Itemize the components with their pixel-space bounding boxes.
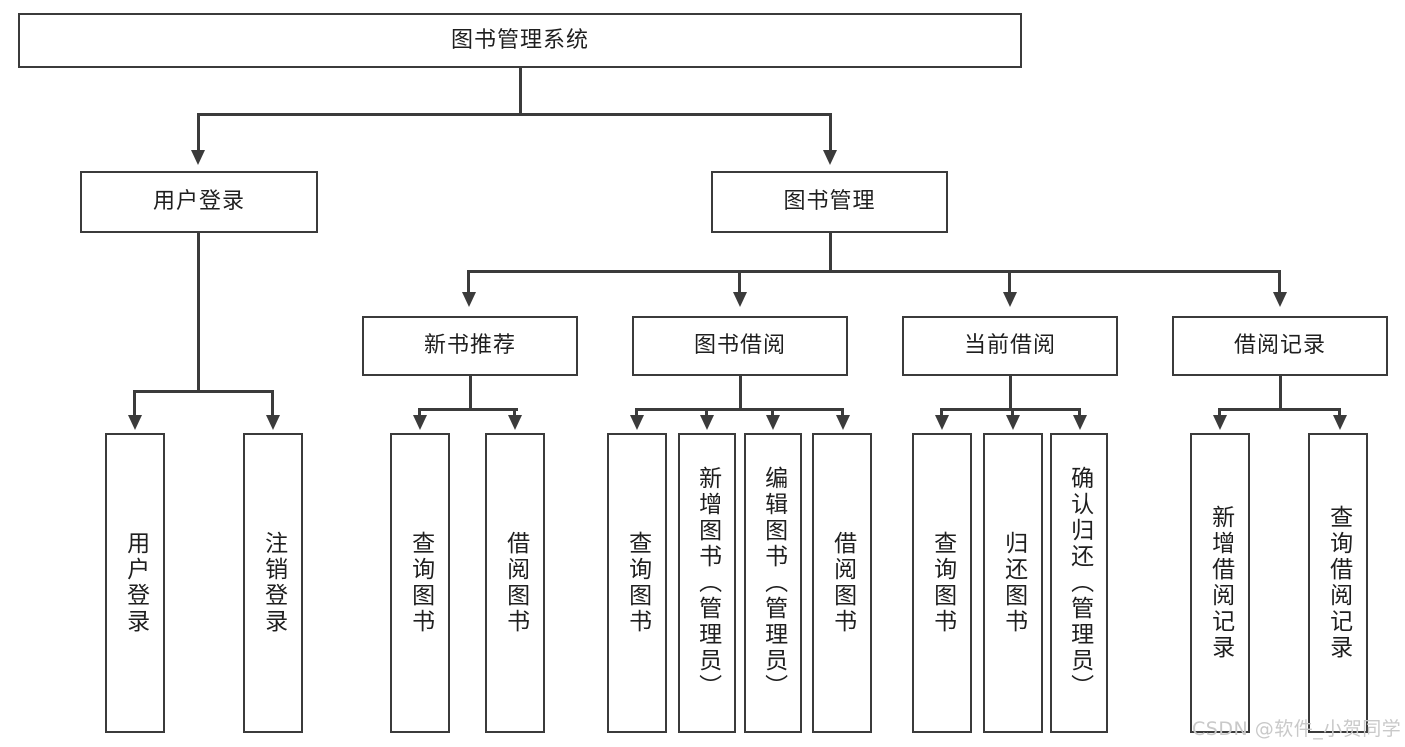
edge-new-book-to-leaf-1: [418, 408, 421, 418]
node-book-management-system[interactable]: 图书管理系统: [18, 13, 1022, 68]
edge-current-borrow-stem: [1009, 376, 1012, 408]
edge-new-book-bus: [418, 408, 518, 411]
leaf-label: 查询借阅记录: [1325, 505, 1352, 661]
leaf-borrow-book-2[interactable]: 借阅图书: [812, 433, 872, 733]
edge-book-borrow-to-leaf-4: [841, 408, 844, 418]
arrow-current-borrow-to-leaf-3: [1073, 415, 1087, 430]
edge-book-manage-stem: [829, 233, 832, 270]
edge-current-borrow-to-leaf-2: [1011, 408, 1014, 418]
leaf-label: 归还图书: [1000, 531, 1027, 635]
node-book-borrowing[interactable]: 图书借阅: [632, 316, 848, 376]
leaf-borrow-book-1[interactable]: 借阅图书: [485, 433, 545, 733]
edge-to-current-borrow: [1008, 270, 1011, 295]
edge-current-borrow-to-leaf-3: [1078, 408, 1081, 418]
leaf-label: 查询图书: [407, 531, 434, 635]
arrow-book-borrow-to-leaf-3: [766, 415, 780, 430]
edge-to-borrow-record: [1278, 270, 1281, 295]
arrow-to-current-borrow: [1003, 292, 1017, 307]
leaf-label: 编辑图书（管理员）: [760, 466, 787, 700]
edge-new-book-to-leaf-2: [513, 408, 516, 418]
edge-user-login-stem: [197, 233, 200, 390]
leaf-label: 借阅图书: [829, 531, 856, 635]
arrow-book-borrow-to-leaf-2: [700, 415, 714, 430]
edge-user-login-to-leaf-2: [271, 390, 274, 418]
leaf-label: 确认归还（管理员）: [1066, 466, 1093, 700]
leaf-return-book[interactable]: 归还图书: [983, 433, 1043, 733]
edge-borrow-record-to-leaf-1: [1218, 408, 1221, 418]
leaf-label: 查询图书: [624, 531, 651, 635]
arrow-new-book-to-leaf-2: [508, 415, 522, 430]
leaf-confirm-return[interactable]: 确认归还（管理员）: [1050, 433, 1108, 733]
edge-root-stem: [519, 68, 522, 113]
edge-book-borrow-stem: [739, 376, 742, 408]
edge-root-to-book-manage: [829, 113, 832, 153]
csdn-watermark: CSDN @软件_小贺同学: [1192, 718, 1402, 740]
leaf-logout-login[interactable]: 注销登录: [243, 433, 303, 733]
arrow-book-borrow-to-leaf-4: [836, 415, 850, 430]
edge-borrow-record-stem: [1279, 376, 1282, 408]
edge-user-login-bus: [133, 390, 273, 393]
arrow-book-borrow-to-leaf-1: [630, 415, 644, 430]
arrow-borrow-record-to-leaf-1: [1213, 415, 1227, 430]
leaf-query-book-1[interactable]: 查询图书: [390, 433, 450, 733]
node-new-book-recommendation[interactable]: 新书推荐: [362, 316, 578, 376]
arrow-user-login-to-leaf-1: [128, 415, 142, 430]
leaf-add-record[interactable]: 新增借阅记录: [1190, 433, 1250, 733]
leaf-label: 新增借阅记录: [1207, 505, 1234, 661]
leaf-edit-book[interactable]: 编辑图书（管理员）: [744, 433, 802, 733]
leaf-user-login[interactable]: 用户登录: [105, 433, 165, 733]
arrow-borrow-record-to-leaf-2: [1333, 415, 1347, 430]
arrow-root-to-book-manage: [823, 150, 837, 165]
edge-root-bus: [197, 113, 831, 116]
node-borrowing-record[interactable]: 借阅记录: [1172, 316, 1388, 376]
edge-root-to-user-login: [197, 113, 200, 153]
node-book-management[interactable]: 图书管理: [711, 171, 948, 233]
arrow-new-book-to-leaf-1: [413, 415, 427, 430]
edge-book-borrow-to-leaf-3: [771, 408, 774, 418]
arrow-current-borrow-to-leaf-1: [935, 415, 949, 430]
leaf-add-book[interactable]: 新增图书（管理员）: [678, 433, 736, 733]
edge-book-manage-bus: [467, 270, 1279, 273]
arrow-to-book-borrow: [733, 292, 747, 307]
arrow-current-borrow-to-leaf-2: [1006, 415, 1020, 430]
leaf-query-book-2[interactable]: 查询图书: [607, 433, 667, 733]
edge-new-book-stem: [469, 376, 472, 408]
edge-borrow-record-to-leaf-2: [1338, 408, 1341, 418]
leaf-label: 注销登录: [260, 531, 287, 635]
edge-book-borrow-to-leaf-1: [635, 408, 638, 418]
edge-to-book-borrow: [738, 270, 741, 295]
leaf-label: 新增图书（管理员）: [694, 466, 721, 700]
leaf-label: 借阅图书: [502, 531, 529, 635]
edge-book-borrow-to-leaf-2: [705, 408, 708, 418]
arrow-root-to-user-login: [191, 150, 205, 165]
edge-current-borrow-bus: [940, 408, 1080, 411]
node-current-borrowing[interactable]: 当前借阅: [902, 316, 1118, 376]
arrow-to-borrow-record: [1273, 292, 1287, 307]
leaf-query-record[interactable]: 查询借阅记录: [1308, 433, 1368, 733]
leaf-label: 查询图书: [929, 531, 956, 635]
arrow-user-login-to-leaf-2: [266, 415, 280, 430]
leaf-query-book-3[interactable]: 查询图书: [912, 433, 972, 733]
edge-user-login-to-leaf-1: [133, 390, 136, 418]
edge-to-new-book-recommend: [467, 270, 470, 295]
edge-book-borrow-bus: [635, 408, 843, 411]
node-user-login[interactable]: 用户登录: [80, 171, 318, 233]
arrow-to-new-book-recommend: [462, 292, 476, 307]
edge-current-borrow-to-leaf-1: [940, 408, 943, 418]
edge-borrow-record-bus: [1218, 408, 1340, 411]
leaf-label: 用户登录: [122, 531, 149, 635]
